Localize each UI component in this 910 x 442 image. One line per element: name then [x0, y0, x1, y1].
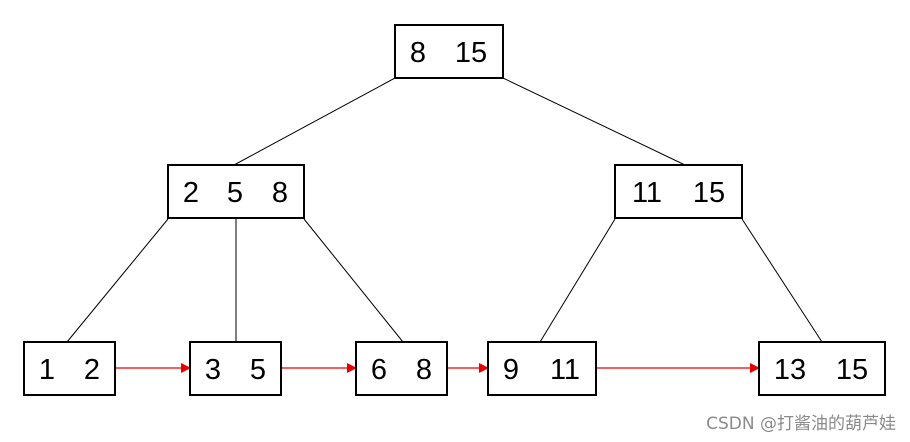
- leaf-3-key-2: 8: [416, 354, 432, 386]
- internal-node-2: 11 15: [614, 164, 743, 219]
- leaf-5-key-1: 13: [774, 354, 806, 386]
- leaf-3-key-1: 6: [371, 354, 387, 386]
- leaf-2-key-2: 5: [250, 354, 266, 386]
- edge-internal-2-to-leaf-5: [741, 218, 823, 343]
- internal-1-key-2: 5: [227, 177, 243, 209]
- internal-2-key-2: 15: [693, 177, 725, 209]
- leaf-4-key-1: 9: [503, 354, 519, 386]
- internal-2-key-1: 11: [632, 177, 662, 209]
- leaf-node-3: 6 8: [355, 341, 448, 396]
- leaf-2-key-1: 3: [205, 354, 221, 386]
- leaf-1-key-2: 2: [84, 354, 100, 386]
- leaf-4-key-2: 11: [550, 354, 580, 386]
- edge-internal-2-to-leaf-4: [539, 218, 616, 343]
- internal-1-key-3: 8: [272, 177, 288, 209]
- edge-root-to-internal-1: [233, 77, 396, 166]
- leaf-node-4: 9 11: [487, 341, 597, 396]
- leaf-node-1: 1 2: [23, 341, 116, 396]
- leaf-node-2: 3 5: [189, 341, 282, 396]
- internal-1-key-1: 2: [183, 177, 199, 209]
- internal-node-1: 2 5 8: [167, 164, 305, 219]
- root-key-2: 15: [455, 37, 487, 69]
- watermark-text: CSDN @打酱油的葫芦娃: [706, 414, 896, 434]
- edge-root-to-internal-2: [502, 77, 686, 166]
- leaf-1-key-1: 1: [39, 354, 55, 386]
- leaf-5-key-2: 15: [836, 354, 868, 386]
- edge-internal-1-to-leaf-1: [66, 218, 169, 343]
- root-key-1: 8: [410, 37, 426, 69]
- leaf-node-5: 13 15: [758, 341, 886, 396]
- root-node: 8 15: [394, 24, 504, 79]
- edge-internal-1-to-leaf-3: [303, 218, 404, 343]
